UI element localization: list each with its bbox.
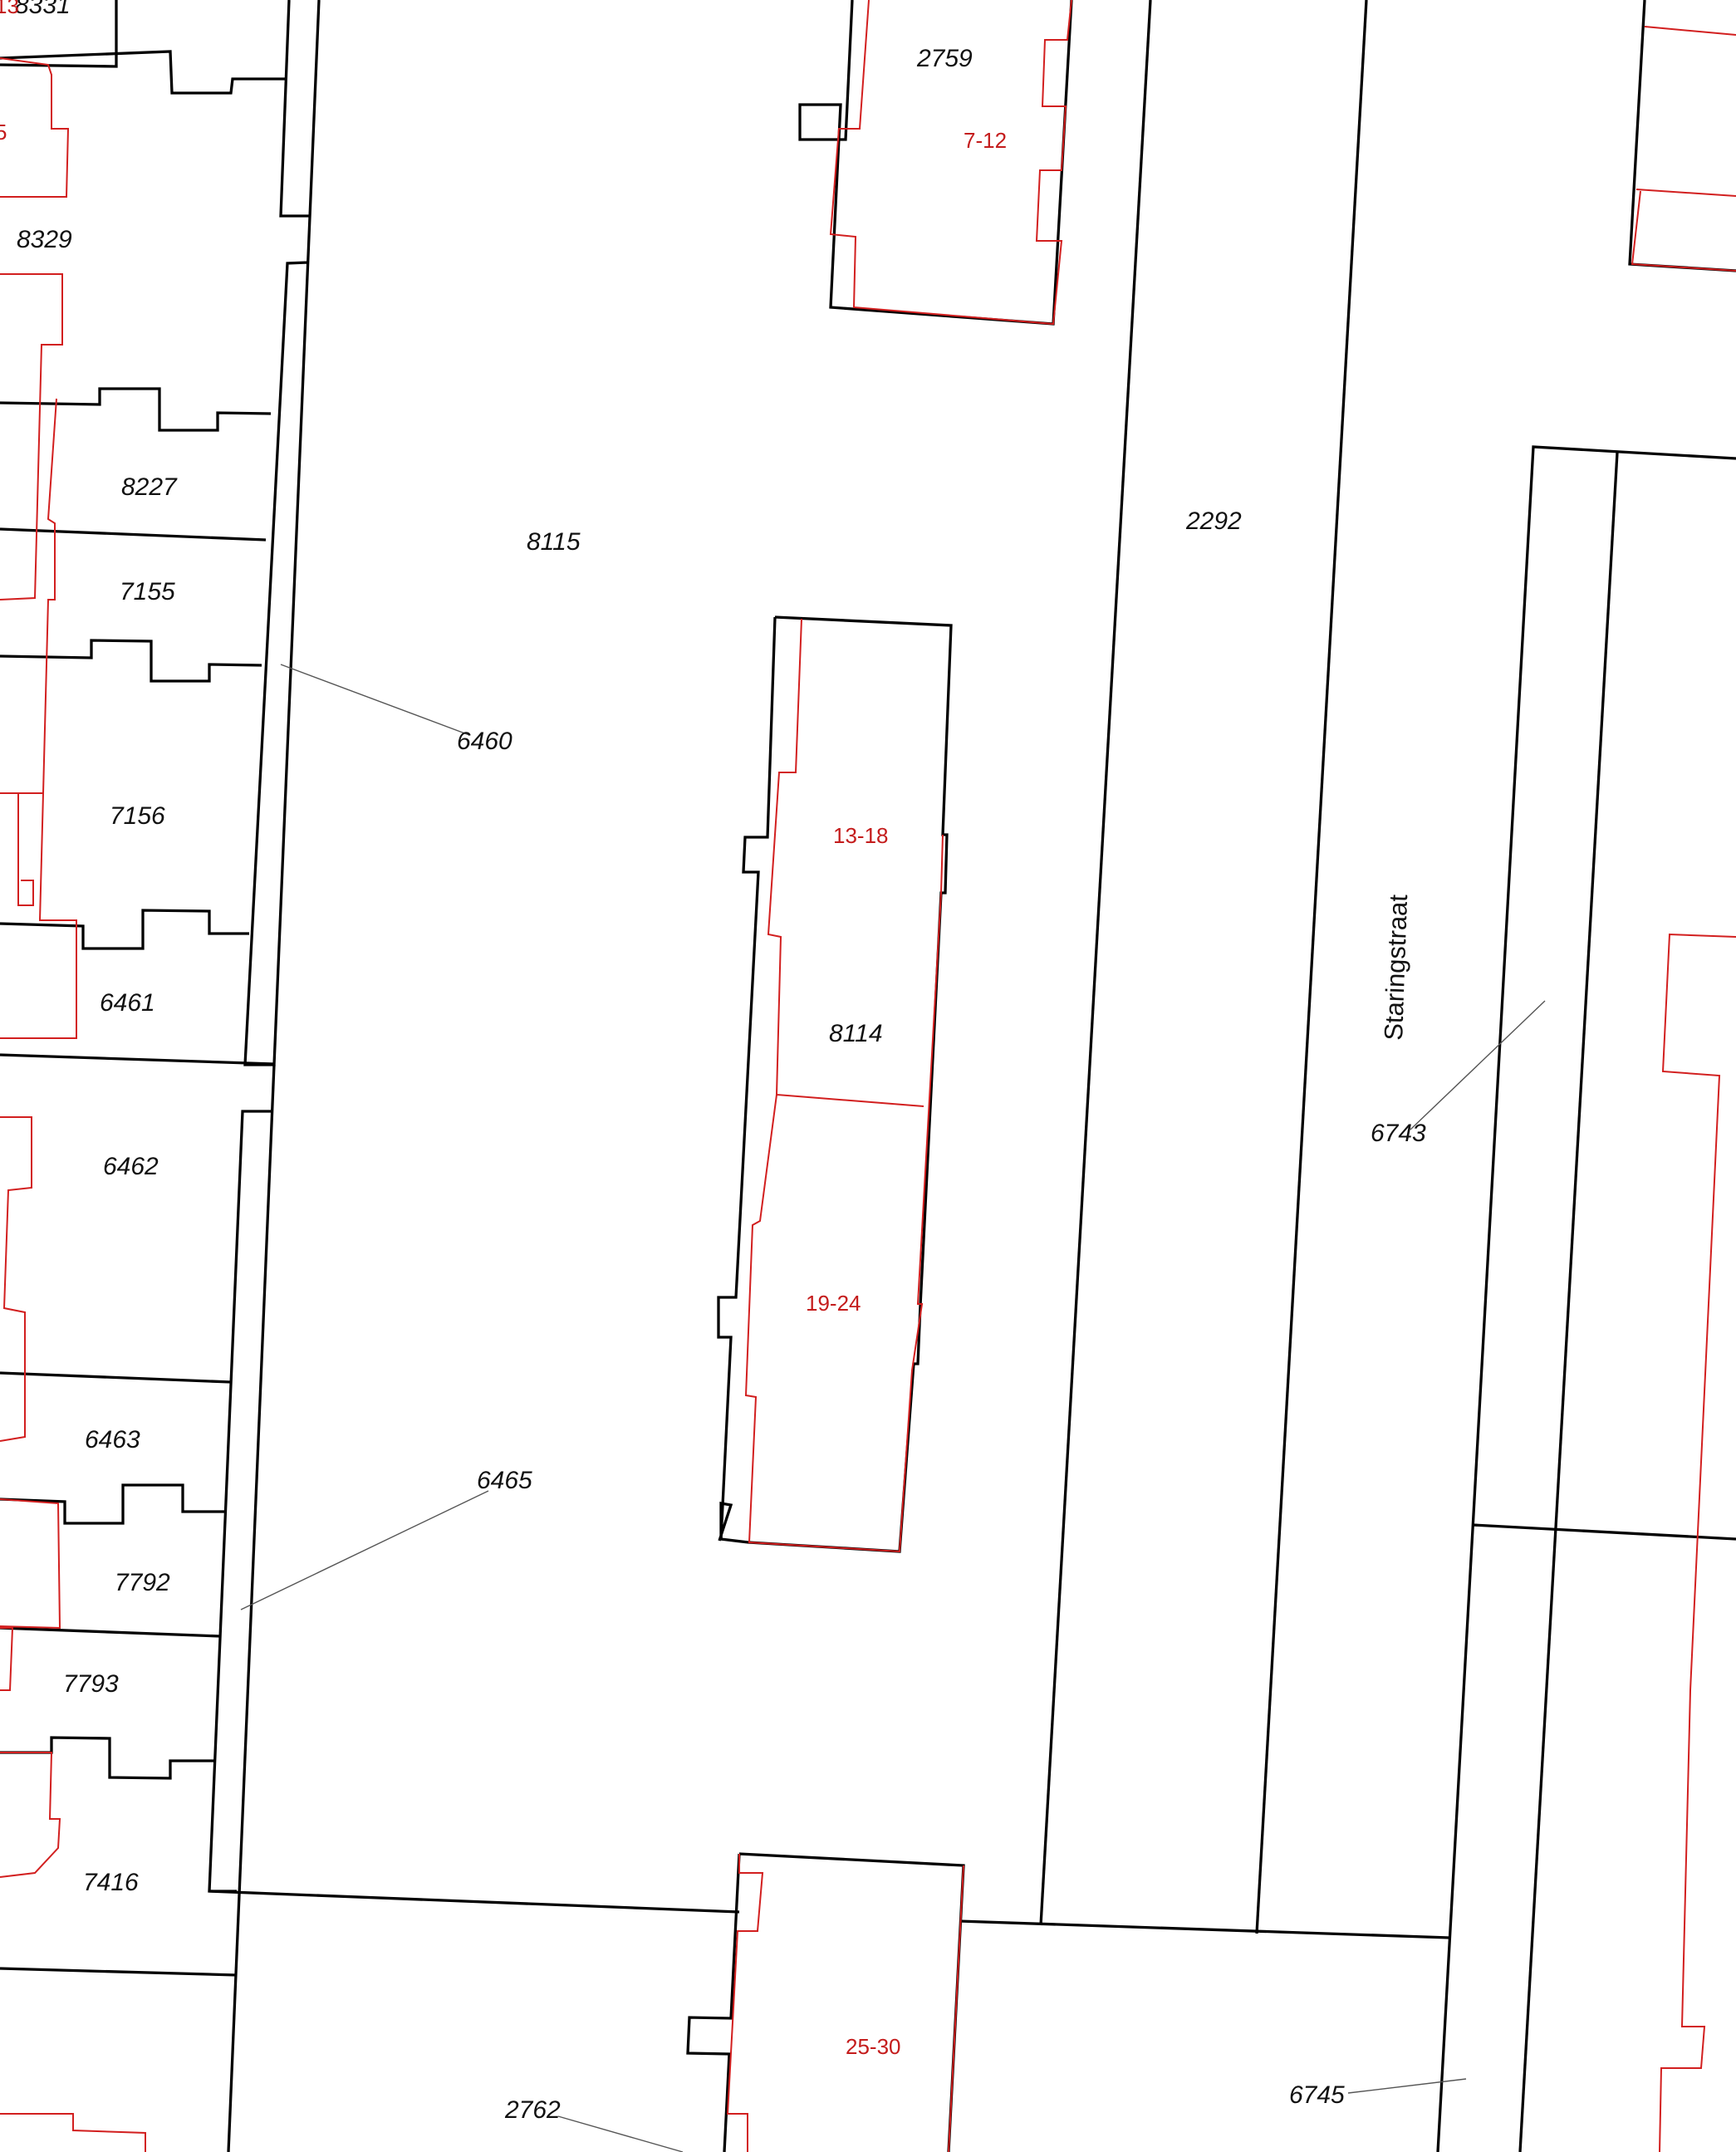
parcel-boundary-8331-rear xyxy=(0,50,287,95)
house-label-19-24[interactable]: 19-24 xyxy=(806,1291,861,1316)
parcel-boundary-8114 xyxy=(718,615,953,1553)
building-outline-row-8 xyxy=(0,1752,61,1878)
parcel-boundary-6463-7792 xyxy=(0,1483,226,1525)
house-label-25-30[interactable]: 25-30 xyxy=(846,2034,901,2059)
parcel-label-8114[interactable]: 8114 xyxy=(829,1020,883,1047)
parcel-boundary-2762-building xyxy=(738,1852,965,2152)
parcel-boundary-2292-street xyxy=(1255,0,1368,1934)
parcel-boundary-6743-cross xyxy=(1472,1523,1736,1541)
house-label-13[interactable]: 13 xyxy=(0,0,19,18)
label-leader-lines xyxy=(240,664,1546,2152)
building-outline-row-4 xyxy=(0,792,77,1039)
leader-line-6745 xyxy=(1347,2078,1467,2094)
parcel-label-6743[interactable]: 6743 xyxy=(1371,1120,1426,1147)
building-outline-25-30 xyxy=(726,1854,964,2152)
parcel-boundary-7416-bottom xyxy=(0,1967,238,1977)
parcel-boundary-right-top xyxy=(1628,0,1736,272)
house-label-5[interactable]: 5 xyxy=(0,120,7,145)
parcel-boundary-8227-7155 xyxy=(0,527,267,542)
parcel-label-2292[interactable]: 2292 xyxy=(1185,507,1242,535)
building-outline-top-right xyxy=(1631,26,1736,272)
parcel-boundary-8329-8227 xyxy=(0,387,272,432)
building-outline-right-houses xyxy=(1659,933,1736,2152)
building-outline-row-5 xyxy=(0,1116,32,1442)
building-outline-13-24 xyxy=(744,618,944,1553)
house-number-labels: 7-12 13-18 19-24 25-30 xyxy=(806,128,1007,2059)
parcel-label-8227[interactable]: 8227 xyxy=(121,473,178,501)
parcel-boundary-strip-low xyxy=(208,1110,271,1893)
leader-line-2762 xyxy=(557,2115,684,2152)
parcel-label-6461[interactable]: 6461 xyxy=(100,989,155,1017)
parcel-label-8331[interactable]: 8331 xyxy=(15,0,71,19)
parcel-boundary-6461-6462 xyxy=(0,1053,275,1066)
parcel-label-7156[interactable]: 7156 xyxy=(110,802,165,830)
parcel-label-7155[interactable]: 7155 xyxy=(120,578,175,605)
parcel-label-6745[interactable]: 6745 xyxy=(1289,2081,1345,2109)
parcel-boundary-8331 xyxy=(0,0,118,68)
parcel-boundary-7792-7793 xyxy=(0,1626,221,1638)
parcel-boundary-6743-inner xyxy=(1518,452,1619,2152)
parcel-label-2759[interactable]: 2759 xyxy=(916,45,973,72)
house-label-7-12[interactable]: 7-12 xyxy=(964,128,1007,153)
parcel-label-2762[interactable]: 2762 xyxy=(504,2096,561,2124)
leader-line-6743 xyxy=(1410,1000,1546,1130)
parcel-boundary-8115-bottom xyxy=(208,1890,740,1914)
building-outline-row-1 xyxy=(0,57,70,198)
parcel-boundary-8114-left xyxy=(717,616,777,1540)
building-outline-row-9 xyxy=(0,2113,146,2152)
parcel-boundary-2762-building-left xyxy=(686,1853,741,2152)
parcel-boundary-6743 xyxy=(1436,445,1736,2152)
parcel-label-6460[interactable]: 6460 xyxy=(457,728,512,755)
parcel-boundary-7156-6461 xyxy=(0,909,249,950)
parcel-boundary-7155-7156 xyxy=(0,639,262,683)
parcel-label-8115[interactable]: 8115 xyxy=(527,528,581,556)
parcel-label-7792[interactable]: 7792 xyxy=(115,1569,170,1596)
parcel-boundary-2762-right xyxy=(959,1919,1450,1939)
parcel-label-8329[interactable]: 8329 xyxy=(17,226,72,253)
parcel-boundary-6462-6463 xyxy=(0,1371,232,1384)
parcel-label-6465[interactable]: 6465 xyxy=(477,1467,532,1494)
leader-line-6460 xyxy=(280,664,470,736)
building-outline-row-7 xyxy=(0,1627,14,1691)
parcel-label-7416[interactable]: 7416 xyxy=(83,1869,139,1896)
house-label-13-18[interactable]: 13-18 xyxy=(833,823,889,848)
parcel-boundary-strip-mid xyxy=(243,0,321,1066)
parcel-number-labels: 8331 13 5 8329 8227 7155 7156 6461 6462 … xyxy=(0,0,1426,2124)
parcel-boundary-8115-2292 xyxy=(1039,0,1152,1926)
building-outline-7-12 xyxy=(829,0,1072,326)
parcel-label-7793[interactable]: 7793 xyxy=(63,1670,119,1698)
parcel-boundary-strip-outer xyxy=(227,1064,276,2152)
parcel-label-6462[interactable]: 6462 xyxy=(103,1153,159,1180)
building-outline-row-2 xyxy=(0,273,63,601)
building-outline-row-6 xyxy=(0,1498,61,1630)
parcel-boundary-strip-top xyxy=(279,0,309,218)
parcel-boundary-7793-7416 xyxy=(0,1736,216,1780)
leader-line-6465 xyxy=(240,1490,489,1610)
parcel-label-6463[interactable]: 6463 xyxy=(85,1426,140,1453)
street-label-staringstraat[interactable]: Staringstraat xyxy=(1379,894,1413,1041)
